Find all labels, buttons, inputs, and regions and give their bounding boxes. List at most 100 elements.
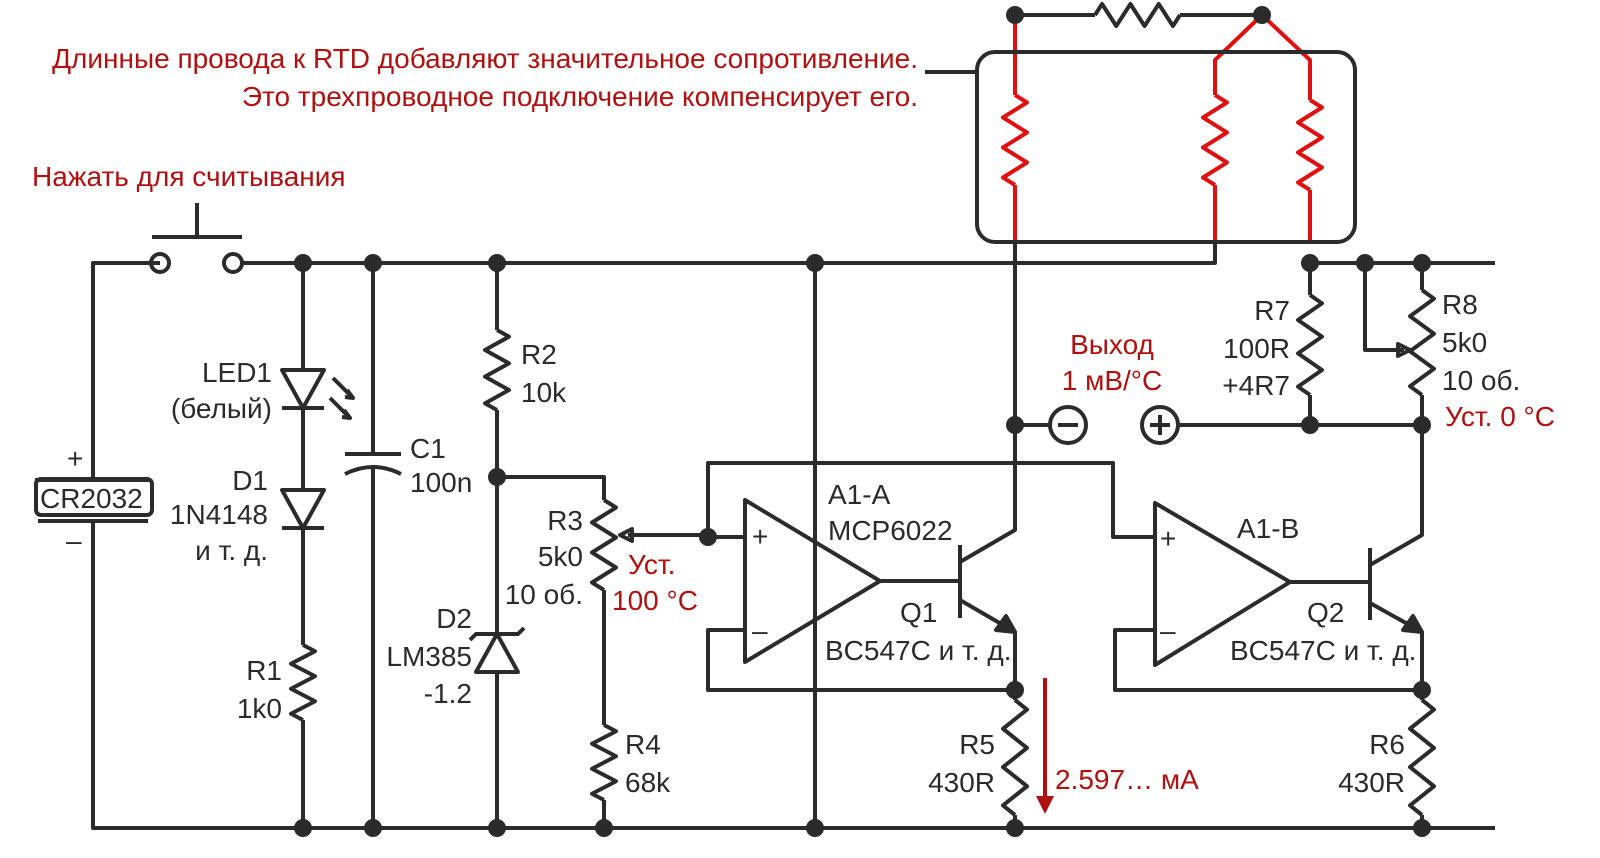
- output-scale-label: 1 мВ/°C: [1062, 365, 1162, 396]
- a1b-minus: –: [1160, 615, 1176, 646]
- q1-part: BC547C и т. д.: [825, 635, 1011, 666]
- q2-emitter-arrow: [1401, 614, 1424, 634]
- junction-dot: [364, 254, 382, 272]
- junction-dot: [1413, 681, 1431, 699]
- push-to-read-label: Нажать для считывания: [32, 161, 346, 192]
- output-plus-terminal[interactable]: [1140, 405, 1180, 445]
- rtd-sensor: [1093, 2, 1182, 28]
- r3-set-label: Уст.: [628, 549, 675, 580]
- r4-value: 68k: [625, 767, 671, 798]
- r5-value: 430R: [928, 767, 995, 798]
- r6-value: 430R: [1338, 767, 1405, 798]
- rtd-note-line2: Это трехпроводное подключение компенсиру…: [242, 81, 918, 112]
- r5-resistor: [1001, 698, 1029, 817]
- d2-zener-symbol: [468, 626, 526, 674]
- a1a-plus: +: [752, 521, 768, 552]
- q1-name: Q1: [900, 597, 937, 628]
- battery-minus: –: [66, 525, 82, 556]
- d2-name: D2: [436, 603, 472, 634]
- junction-dot: [1413, 416, 1431, 434]
- junction-dot: [806, 254, 824, 272]
- output-minus-terminal[interactable]: [1048, 405, 1088, 445]
- d1-note: и т. д.: [195, 535, 268, 566]
- r3-potentiometer: [590, 498, 618, 592]
- a1a-minus: –: [752, 615, 768, 646]
- r7-extra: +4R7: [1222, 370, 1290, 401]
- junction-dot: [1356, 254, 1374, 272]
- junction-dot: [1006, 416, 1024, 434]
- a1a-part: MCP6022: [828, 515, 953, 546]
- r7-resistor: [1296, 293, 1324, 397]
- junction-dot: [806, 819, 824, 837]
- battery-plus: +: [67, 443, 83, 474]
- junction-dot: [1301, 254, 1319, 272]
- rtd-cable-box: [975, 50, 1357, 244]
- r7-name: R7: [1254, 295, 1290, 326]
- a1a-feedback: [706, 628, 1015, 692]
- r3-name: R3: [547, 505, 583, 536]
- junction-dot: [1253, 6, 1271, 24]
- q2-collector: [1369, 425, 1424, 567]
- ground-rail: [91, 521, 1495, 830]
- junction-dot: [1413, 819, 1431, 837]
- r2-value: 10k: [521, 377, 567, 408]
- junction-dots: [294, 6, 1431, 837]
- push-switch[interactable]: [149, 203, 244, 274]
- junction-dot: [488, 819, 506, 837]
- junction-dot: [1413, 254, 1431, 272]
- supply-rail: [242, 240, 1217, 265]
- c1-name: C1: [410, 433, 446, 464]
- opamp-a1b: + –: [1153, 501, 1292, 667]
- r4-resistor: [590, 723, 618, 802]
- d1-symbol: [280, 488, 326, 530]
- r3-wiper: [618, 527, 708, 543]
- q1-collector: [958, 240, 1017, 564]
- r1-value: 1k0: [237, 693, 282, 724]
- junction-dot: [294, 819, 312, 837]
- d2-part: LM385: [386, 641, 472, 672]
- output-label: Выход: [1070, 329, 1154, 360]
- c1-value: 100n: [410, 467, 472, 498]
- r8-turns: 10 об.: [1442, 365, 1520, 396]
- r2-resistor: [483, 328, 511, 412]
- r8-wiper: [1363, 263, 1412, 358]
- current-label: 2.597… мА: [1055, 764, 1199, 795]
- a1b-name: A1-B: [1237, 513, 1299, 544]
- junction-dot: [1006, 819, 1024, 837]
- r3-set-value: 100 °C: [612, 585, 698, 616]
- r3-value: 5k0: [538, 541, 583, 572]
- q1-emitter-arrow: [994, 614, 1017, 634]
- rtd-note-line1: Длинные провода к RTD добавляют значител…: [52, 43, 918, 74]
- junction-dot: [294, 254, 312, 272]
- r6-resistor: [1408, 698, 1436, 817]
- opamp-a1a: + –: [743, 498, 882, 664]
- q2-part: BC547C и т. д.: [1230, 635, 1416, 666]
- d2-value: -1.2: [424, 678, 472, 709]
- junction-dot: [488, 468, 506, 486]
- junction-dot: [595, 819, 613, 837]
- r4-name: R4: [625, 729, 661, 760]
- wire: [497, 475, 606, 500]
- current-arrow: [1036, 678, 1054, 814]
- r8-name: R8: [1442, 289, 1478, 320]
- r3-turns: 10 об.: [505, 579, 583, 610]
- wires: [91, 2, 1495, 830]
- q2-name: Q2: [1307, 597, 1344, 628]
- r6-name: R6: [1369, 729, 1405, 760]
- c1-symbol: [344, 452, 402, 476]
- r8-potentiometer: [1408, 288, 1436, 397]
- led1-name: LED1: [202, 357, 272, 388]
- a1b-plus: +: [1160, 523, 1176, 554]
- r1-resistor: [289, 643, 317, 722]
- battery-cr2032: CR2032 + –: [34, 443, 154, 556]
- a1b-feedback: [1113, 628, 1422, 692]
- rtd-wire-1-resistance: [1001, 93, 1029, 187]
- junction-dot: [1301, 416, 1319, 434]
- led1-symbol: [280, 368, 355, 420]
- r7-value: 100R: [1223, 333, 1290, 364]
- r8-value: 5k0: [1442, 327, 1487, 358]
- r2-name: R2: [521, 339, 557, 370]
- battery-positive-wire: [91, 261, 160, 480]
- d1-part: 1N4148: [170, 499, 268, 530]
